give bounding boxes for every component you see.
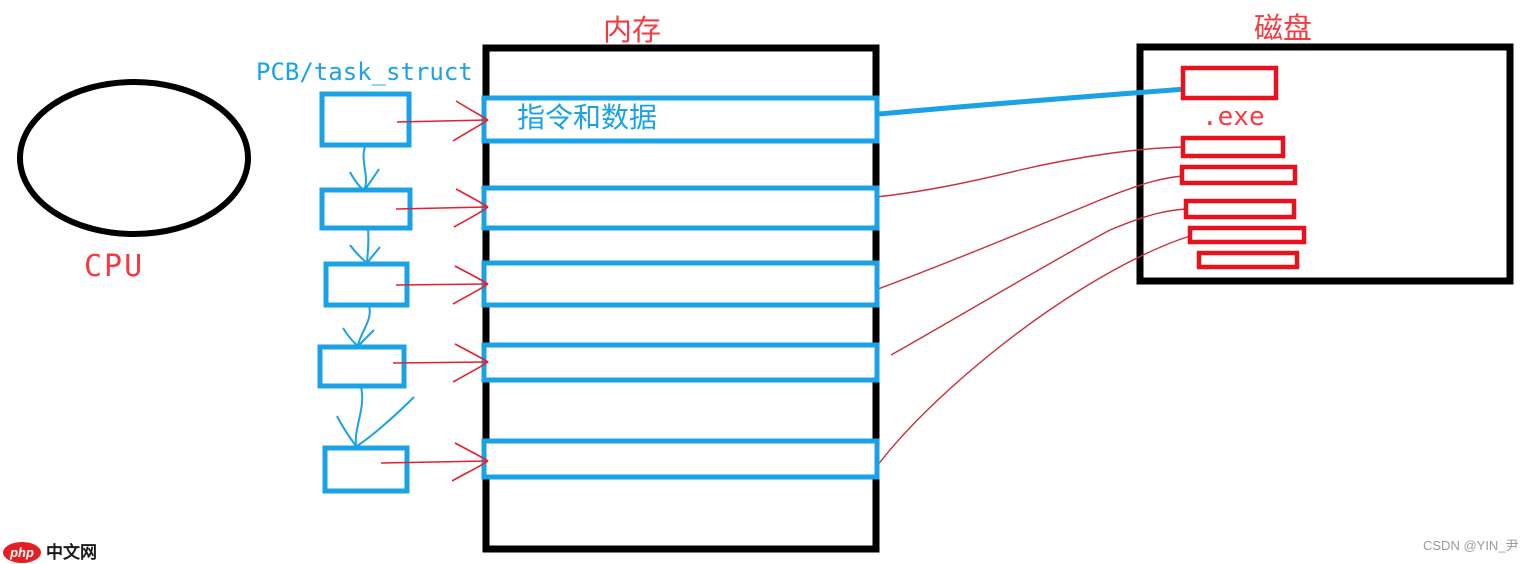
memory-row <box>481 438 880 480</box>
pcb-link-arrow <box>336 386 415 447</box>
pcb-node-box <box>319 91 412 148</box>
disk-block <box>1183 198 1297 220</box>
memory-title: 内存 <box>603 15 662 47</box>
site-name-text: 中文网 <box>46 543 97 562</box>
memory-to-disk-curve <box>876 235 1191 467</box>
pcb-to-memory-arrow <box>392 343 489 383</box>
pcb-task-struct-label: PCB/task_struct <box>256 58 473 86</box>
pcb-to-memory-arrow <box>396 100 489 142</box>
pcb-to-memory-arrows <box>380 100 489 482</box>
memory-to-disk-curve <box>865 146 1184 199</box>
pcb-link-arrow <box>342 305 375 347</box>
pcb-nodes <box>317 91 413 494</box>
disk-title: 磁盘 <box>1254 13 1313 45</box>
memory-row-label: 指令和数据 <box>517 103 658 134</box>
memory-to-disk-curves <box>865 146 1191 467</box>
cpu-ellipse <box>17 79 251 237</box>
disk-block <box>1180 135 1286 159</box>
memory-row <box>481 95 880 144</box>
pcb-node-box <box>322 445 410 494</box>
disk-block <box>1179 164 1298 186</box>
disk-blocks <box>1179 65 1307 270</box>
exe-file-label: .exe <box>1202 102 1265 132</box>
disk-block <box>1187 225 1307 245</box>
memory-to-disk-curve <box>890 208 1187 356</box>
disk-to-memory-load-arrow <box>840 86 1187 133</box>
memory-to-disk-curve <box>877 175 1183 290</box>
memory-row <box>481 185 880 231</box>
disk-block <box>1196 250 1300 270</box>
pcb-link-arrow <box>349 228 381 264</box>
pcb-to-memory-arrow <box>395 188 489 228</box>
pcb-link-arrows <box>336 146 415 447</box>
pcb-to-memory-arrow <box>380 442 489 482</box>
memory-row <box>481 342 880 383</box>
pcb-link-arrow <box>349 146 380 192</box>
pcb-node-box <box>317 344 407 389</box>
pcb-to-memory-arrow <box>395 265 489 305</box>
site-watermark: php 中文网 <box>3 542 97 563</box>
cpu-label: CPU <box>84 249 145 284</box>
memory-row <box>481 260 880 308</box>
csdn-credit-watermark: CSDN @YIN_尹 <box>1423 538 1519 553</box>
php-logo-icon: php <box>3 542 41 563</box>
pcb-node-box <box>323 261 410 308</box>
disk-exe-block <box>1180 65 1279 101</box>
